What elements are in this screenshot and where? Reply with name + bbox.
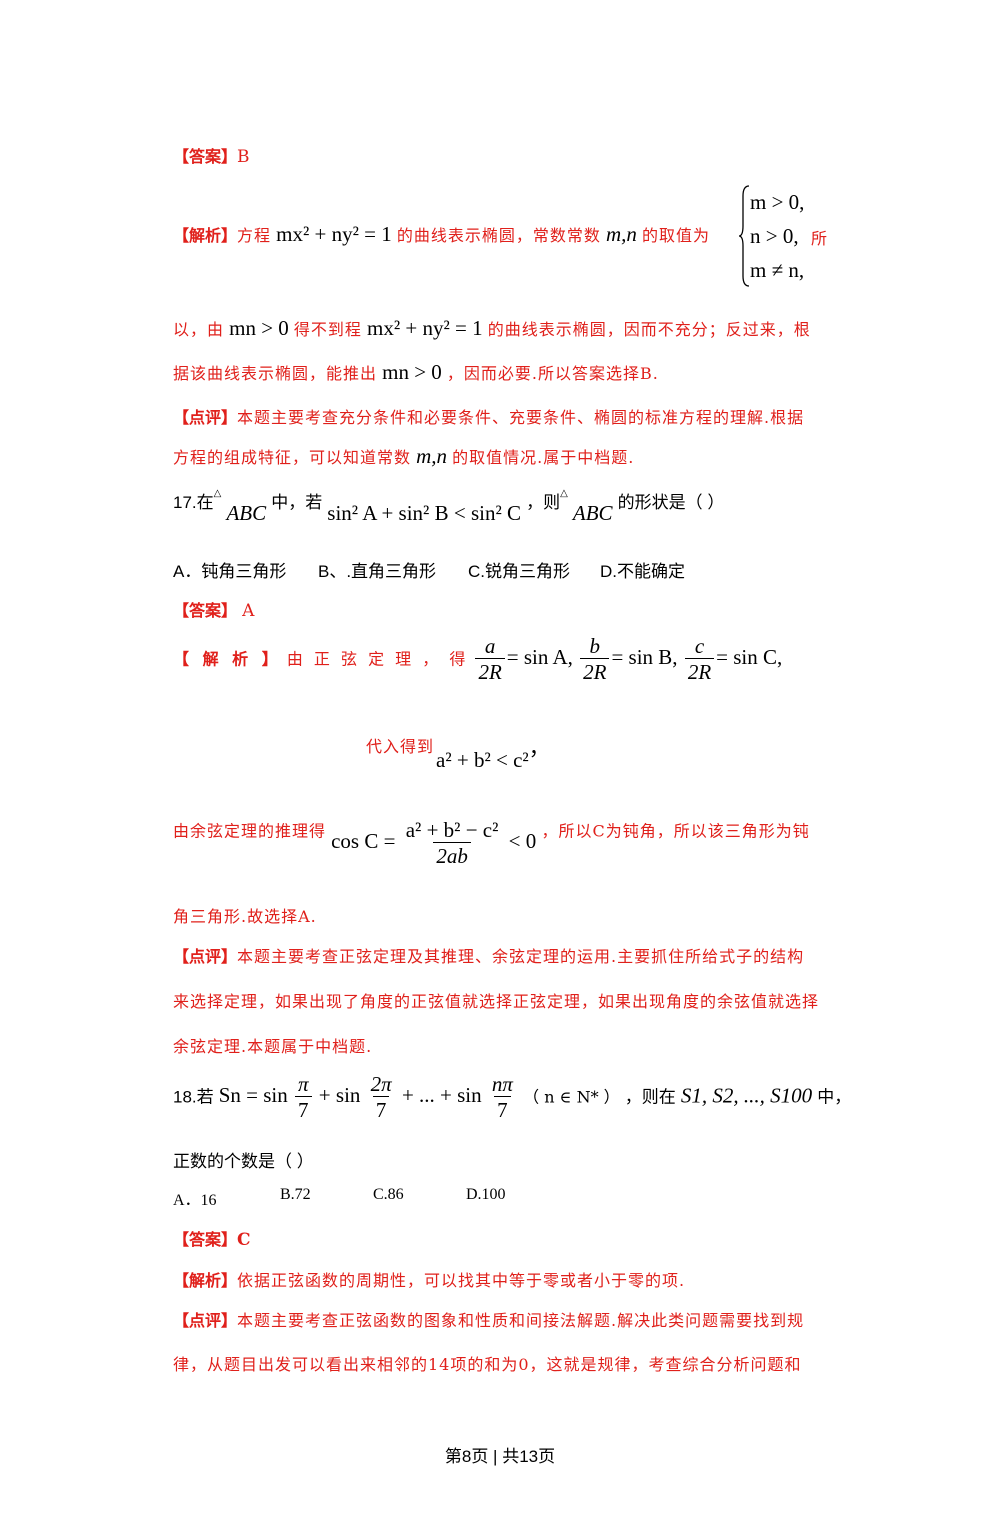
answer-tag: 【答案】 [173,601,238,620]
case-n-positive: n > 0, [750,224,799,248]
equation-curve: mx² + ny² = 1 [367,316,483,340]
comment-text: 本题主要考查正弦定理及其推理、余弦定理的运用.主要抓住所给式子的结构 [237,947,805,966]
analysis-text: 由余弦定理的推理得 [173,821,327,841]
p16-analysis-line1: 【解析】方程 mx² + ny² = 1 的曲线表示椭圆，常数常数 m,n 的取… [173,222,710,247]
analysis-text: 依据正弦函数的周期性，可以找其中等于零或者小于零的项. [237,1271,686,1290]
comment-text: 律，从题目出发可以看出来相邻的14项的和为0，这就是规律，考查综合分析问题和 [173,1355,802,1374]
analysis-text: ，因而必要.所以答案选择B. [446,364,659,383]
analysis-text: 的取值为 [641,226,710,245]
p16-comment-line1: 【点评】本题主要考查充分条件和必要条件、充要条件、椭圆的标准方程的理解.根据 [173,404,830,428]
analysis-text: 的曲线表示椭圆，因而不充分；反过来，根 [487,320,811,339]
choice-a: A．16 [173,1192,217,1209]
variables-mn: m,n [605,222,637,246]
p16-comment-line2: 方程的组成特征，可以知道常数 m,n 的取值情况.属于中档题. [173,444,830,469]
condition-n: （ n ∈ N* ） [523,1087,620,1107]
inequality-mn: mn > 0 [382,360,442,384]
equation-curve: mx² + ny² = 1 [276,222,392,246]
triangle-icon: △ [213,488,222,499]
question-text: 中， [817,1087,852,1107]
comment-text: 的取值情况.属于中档题. [452,448,635,467]
choice-b: B.72 [280,1186,311,1203]
p16-analysis-line2: 以，由 mn > 0 得不到程 mx² + ny² = 1 的曲线表示椭圆，因而… [173,316,830,341]
comment-text: 本题主要考查正弦函数的图象和性质和间接法解题.解决此类问题需要找到规 [237,1311,805,1330]
answer-value: A [242,601,255,621]
answer-value: C [237,1230,251,1250]
comment-text: 余弦定理.本题属于中档题. [173,1037,373,1056]
question-text: 17.在 [173,493,214,512]
left-brace-icon [738,185,750,287]
p17-comment-line2: 来选择定理，如果出现了角度的正弦值就选择正弦定理，如果出现角度的余弦值就选择 [173,988,830,1012]
analysis-text: 得不到程 [293,320,362,339]
cases-system: m > 0, n > 0, m ≠ n, [738,184,828,288]
p17-comment-line1: 【点评】本题主要考查正弦定理及其推理、余弦定理的运用.主要抓住所给式子的结构 [173,943,830,967]
comment-text: 来选择定理，如果出现了角度的正弦值就选择正弦定理，如果出现角度的余弦值就选择 [173,992,820,1011]
choice-c: C.锐角三角形 [468,562,570,581]
comment-text: 方程的组成特征，可以知道常数 [173,448,412,467]
p18-answer: 【答案】C [173,1226,830,1250]
p17-answer: 【答案】 A [173,597,830,621]
analysis-tag: 【解析】 [173,226,238,245]
analysis-text: 代入得到 [366,737,435,756]
choice-c: C.86 [373,1186,404,1203]
comment-tag: 【点评】 [173,408,238,427]
p17-comment-line3: 余弦定理.本题属于中档题. [173,1033,830,1057]
sequence-s: S1, S2, ..., S100 [680,1083,813,1108]
triangle-abc: ABC [226,501,267,525]
choice-d: D.100 [466,1186,506,1203]
question-text: 18.若 [173,1087,214,1107]
analysis-text: 的曲线表示椭圆，常数常数 [396,226,601,245]
comment-tag: 【点评】 [173,947,238,966]
question-text: 中，若 [271,493,323,512]
answer-tag: 【答案】 [173,147,238,166]
choice-a: A．钝角三角形 [173,562,287,581]
sine-inequality: sin² A + sin² B < sin² C [327,501,522,525]
analysis-text: 角三角形.故选择A. [173,907,317,926]
analysis-tag: 【 解 析 】 [173,649,282,669]
triangle-abc: ABC [572,501,613,525]
case-m-positive: m > 0, [750,190,805,214]
p16-analysis-line3: 据该曲线表示椭圆，能推出 mn > 0 ，因而必要.所以答案选择B. [173,360,830,385]
p16-answer: 【答案】B [173,143,830,167]
p18-analysis: 【解析】依据正弦函数的周期性，可以找其中等于零或者小于零的项. [173,1267,830,1291]
question-text: ，则在 [624,1087,676,1107]
p18-question-line2: 正数的个数是（ ） [173,1152,314,1171]
analysis-text: 以，由 [173,320,225,339]
p18-comment-line1: 【点评】本题主要考查正弦函数的图象和性质和间接法解题.解决此类问题需要找到规 [173,1307,830,1331]
p17-question: 17.在△ ABC 中，若 sin² A + sin² B < sin² C ，… [173,488,830,525]
question-text: 的形状是（ ） [617,493,725,512]
analysis-text: 据该曲线表示椭圆，能推出 [173,364,378,383]
comment-text: 本题主要考查充分条件和必要条件、充要条件、椭圆的标准方程的理解.根据 [237,408,805,427]
page-footer: 第8页 | 共13页 [444,1447,556,1466]
variables-mn: m,n [416,444,448,468]
question-text: ，则 [526,493,561,512]
inequality-mn: mn > 0 [229,316,289,340]
p17-conclusion: 角三角形.故选择A. [173,903,830,927]
answer-value: B [237,147,250,167]
analysis-text: 所 [811,229,829,248]
case-m-not-n: m ≠ n, [750,258,805,282]
analysis-text: 方程 [237,226,272,245]
choice-b: B、.直角三角形 [318,562,437,581]
sum-sn: Sn = sin [218,1083,288,1108]
analysis-text: 由 正 弦 定 理 ， 得 [286,649,469,669]
choice-d: D.不能确定 [600,562,685,581]
comment-tag: 【点评】 [173,1311,238,1330]
analysis-tag: 【解析】 [173,1271,238,1290]
answer-tag: 【答案】 [173,1230,238,1249]
analysis-text: ，所以C为钝角，所以该三角形为钝 [541,821,810,841]
triangle-icon: △ [560,488,568,499]
p18-comment-line2: 律，从题目出发可以看出来相邻的14项的和为0，这就是规律，考查综合分析问题和 [173,1351,830,1375]
inequality-abc: a² + b² < c²， [436,736,550,772]
